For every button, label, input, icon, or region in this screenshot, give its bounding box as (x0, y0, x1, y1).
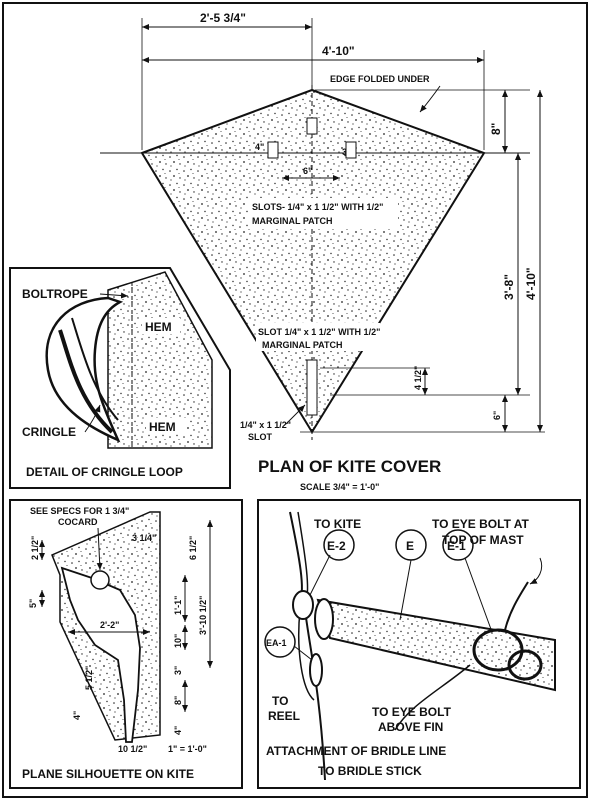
cocard-circle (90, 570, 110, 590)
slot-note-bg (256, 323, 380, 351)
boltrope-strand-2 (71, 317, 119, 421)
sil-dim-6: 3'-10 1/2" (198, 596, 208, 635)
sil-dim-8: 3" (173, 666, 183, 675)
cringle-title: DETAIL OF CRINGLE LOOP (26, 465, 183, 479)
plan-scale: SCALE 3/4" = 1'-0" (300, 482, 379, 492)
callout-e2 (323, 529, 355, 561)
bridle-stick-end (314, 598, 334, 640)
cringle-label: CRINGLE (22, 425, 76, 439)
slot-side-leader (285, 404, 306, 425)
dim-top-width: 2'-5 3/4" (200, 11, 246, 25)
hem-bottom-label: HEM (149, 420, 176, 434)
callout-ea1-label: EA-1 (266, 638, 287, 648)
callout-e2-label: E-2 (327, 539, 346, 553)
edge-note: EDGE FOLDED UNDER (330, 74, 430, 84)
callout-e2-leader (309, 554, 331, 596)
slot-top (306, 117, 318, 135)
callout-ea1 (264, 626, 296, 658)
dim-small-mid: 6" (303, 166, 312, 176)
line-to-fin (394, 664, 471, 731)
hem-top-bg (142, 318, 180, 334)
dim-right-total: 4'-10" (524, 267, 538, 300)
slot-bottom (306, 359, 318, 416)
plane-silhouette-panel: SEE SPECS FOR 1 3/4" COCARD 2 1/2" 3 1/4… (9, 499, 243, 789)
to-eye-line1: TO EYE BOLT AT (432, 517, 530, 531)
sil-dim-13: 10 1/2" (118, 744, 147, 754)
slot-note-line2: MARGINAL PATCH (262, 340, 343, 350)
callout-ea1-leader (293, 645, 313, 661)
sil-scale: 1" = 1'-0" (168, 744, 207, 754)
sil-dim-2: 5" (28, 599, 38, 608)
sil-dim-10: 5 1/2" (84, 666, 94, 690)
plan-of-kite-cover: 2'-5 3/4" 4'-10" EDGE FOLDED UNDER 8" 3'… (100, 11, 545, 492)
dim-slot-lower: 4 1/2" (413, 366, 423, 390)
callout-e-leader (399, 559, 412, 621)
slot-side-line2: SLOT (248, 432, 273, 442)
slots-note-line1: SLOTS- 1/4" x 1 1/2" WITH 1/2" (252, 202, 383, 212)
specs-line1: SEE SPECS FOR 1 3/4" (30, 506, 129, 516)
detail-of-cringle-loop: BOLTROPE HEM HEM CRINGLE DETAIL OF CRING… (9, 267, 231, 489)
slot-right (345, 141, 357, 159)
specs-leader (96, 527, 103, 571)
dim-small-left: 4" (255, 142, 264, 152)
bridle-attachment-panel: E-2 E E-1 EA-1 TO KITE TO EYE BOLT AT TO… (257, 499, 581, 789)
rope-loop (507, 649, 543, 681)
sil-dim-12: 4" (173, 726, 183, 735)
slot-side-line1: 1/4" x 1 1/2" (240, 420, 291, 430)
dim-top-rise: 8" (489, 123, 503, 135)
edge-note-leader (419, 85, 441, 113)
to-kite-label: TO KITE (314, 517, 361, 531)
sil-dim-3: 2'-2" (100, 620, 119, 630)
to-reel-line1: TO (272, 694, 288, 708)
callout-e1 (442, 529, 474, 561)
bridle-title-line2: TO BRIDLE STICK (318, 764, 422, 778)
callout-e-label: E (406, 539, 414, 553)
hem-top-label: HEM (145, 320, 172, 334)
sil-dim-7: 10" (173, 634, 183, 648)
eye-fin-line1: TO EYE BOLT (372, 705, 452, 719)
hem-bottom-bg (146, 418, 186, 434)
fitting-ea1 (309, 653, 323, 687)
callout-e1-label: E-1 (447, 539, 466, 553)
sil-dim-11: 4" (72, 711, 82, 720)
dim-full-width: 4'-10" (322, 44, 355, 58)
callout-e1-leader (464, 557, 493, 633)
slot-note-line1: SLOT 1/4" x 1 1/2" WITH 1/2" (258, 327, 380, 337)
sil-dim-1: 3 1/4" (132, 533, 156, 543)
boltrope-label: BOLTROPE (22, 287, 88, 301)
sil-dim-4: 1'-1" (173, 596, 183, 615)
eye-e2 (292, 590, 314, 620)
plane-silhouette-shape (60, 566, 141, 743)
boltrope-leader (99, 292, 129, 299)
silhouette-title: PLANE SILHOUETTE ON KITE (22, 767, 194, 781)
dim-bottom-6: 6" (492, 411, 502, 420)
sil-dim-9: 8" (173, 696, 183, 705)
bridle-title-line1: ATTACHMENT OF BRIDLE LINE (266, 744, 446, 758)
eye-fin-line2: ABOVE FIN (378, 720, 443, 734)
slot-left (267, 141, 279, 159)
sil-dim-0: 2 1/2" (30, 536, 40, 560)
cringle-loop-shape (45, 296, 124, 443)
sil-dim-5: 6 1/2" (188, 536, 198, 560)
cringle-title-bg (16, 456, 226, 484)
dim-right-mid: 3'-8" (502, 274, 516, 300)
to-eye-leader (529, 557, 543, 585)
plan-title: PLAN OF KITE COVER (258, 457, 441, 476)
boltrope-strand (58, 329, 114, 434)
slots-note-line2: MARGINAL PATCH (252, 216, 333, 226)
to-reel-line2: REEL (268, 709, 300, 723)
line-to-mast (504, 581, 529, 631)
to-eye-line2: TOP OF MAST (442, 533, 524, 547)
slots-note-bg (248, 198, 398, 228)
line-to-reel-2 (298, 609, 315, 701)
specs-line2: COCARD (58, 517, 98, 527)
cringle-leader (84, 404, 101, 433)
